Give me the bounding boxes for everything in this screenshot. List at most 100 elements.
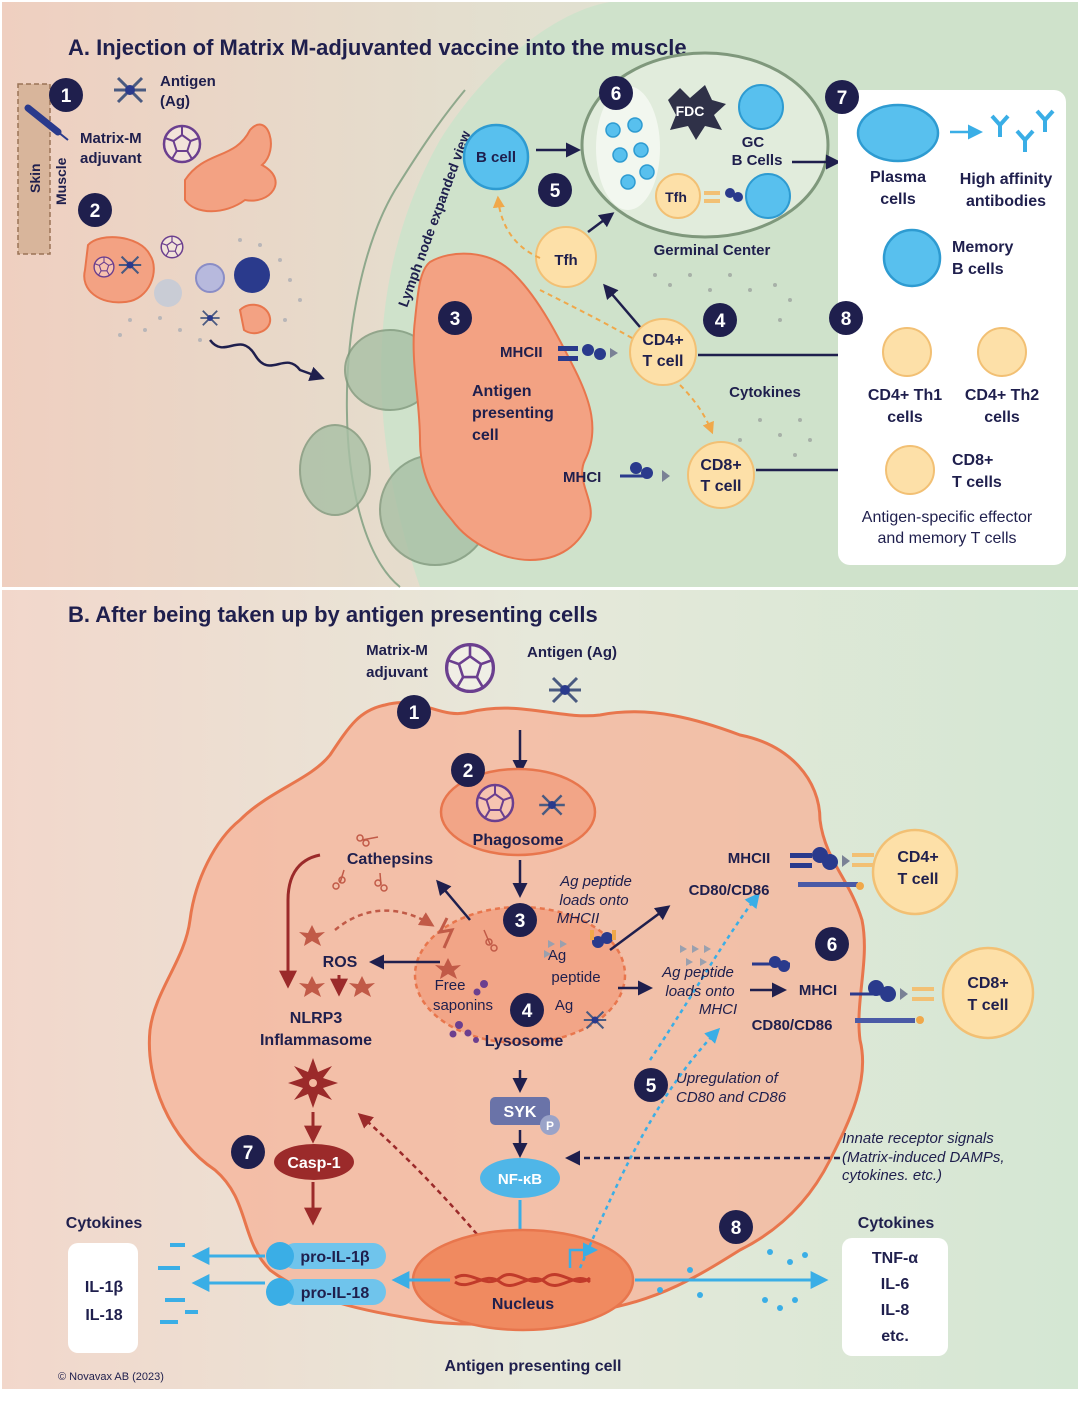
nfkb-badge (480, 1158, 560, 1198)
innate-label: Innate receptor signals (842, 1130, 994, 1147)
th1-cell-icon (882, 327, 932, 377)
lymphocyte-icon (234, 257, 270, 293)
antigen-label-a-2: (Ag) (160, 93, 190, 110)
antigen-label-b: Antigen (Ag) (527, 644, 617, 661)
matrix-m-icon (162, 124, 202, 164)
plasma-label: Plasma (870, 169, 926, 186)
upregulation-label-2: CD80 and CD86 (676, 1089, 787, 1106)
ros-stars (299, 925, 461, 997)
panel-a-step-8: 8 (829, 301, 863, 335)
effector-label-2: and memory T cells (877, 530, 1016, 547)
svg-text:7: 7 (243, 1143, 254, 1164)
saponin-dots (449, 980, 488, 1043)
cd8-label-b-2: T cell (968, 997, 1009, 1014)
panel-a-step-2: 2 (78, 193, 112, 227)
cathepsins-label: Cathepsins (347, 851, 433, 868)
ag-label-lysosome: Ag (555, 997, 573, 1014)
b-cell-icon (462, 123, 530, 191)
apc-cell-small-icon (184, 123, 277, 213)
tfh-inner-label: Tfh (665, 189, 687, 205)
cytokines-left-box (68, 1243, 138, 1353)
ros-label: ROS (323, 954, 358, 971)
svg-text:3: 3 (450, 309, 461, 330)
svg-text:8: 8 (841, 309, 852, 330)
panel-b-title: B. After being taken up by antigen prese… (68, 602, 598, 627)
lysosome (413, 905, 627, 1045)
th2-label: CD4+ Th2 (965, 387, 1039, 404)
gc-label: GC (742, 134, 765, 151)
matrix-label-b: Matrix-M (366, 642, 428, 659)
monocyte-icon (195, 263, 225, 293)
panel-b-step-6: 6 (815, 927, 849, 961)
cytokine-il6: IL-6 (881, 1276, 910, 1293)
cytokine-tnfa: TNF-α (872, 1250, 918, 1267)
svg-text:5: 5 (646, 1076, 657, 1097)
phagosome-label: Phagosome (473, 832, 564, 849)
svg-text:1: 1 (409, 703, 420, 724)
cytokine-il8: IL-8 (881, 1302, 910, 1319)
mhci-label-a: MHCI (563, 469, 601, 486)
panel-a-step-1: 1 (49, 78, 83, 112)
fdc-label: FDC (676, 103, 705, 119)
scissors-icons (332, 834, 498, 952)
memory-b-cell-icon (882, 228, 942, 288)
gc-b-cell-icon (738, 84, 784, 130)
muscle-label: Muscle (53, 157, 69, 205)
cytokine-dashes-left (158, 1243, 198, 1324)
mhci-loads-label-2: loads onto (665, 983, 734, 1000)
tfh-outer-label: Tfh (554, 252, 577, 269)
svg-text:1: 1 (61, 86, 72, 107)
panel-a-step-5: 5 (538, 173, 572, 207)
svg-text:3: 3 (515, 911, 526, 932)
mhci-surface-receptor (850, 980, 915, 1023)
gc-synapse (704, 188, 743, 203)
svg-text:2: 2 (90, 201, 101, 222)
panel-b-step-7: 7 (231, 1135, 265, 1169)
svg-text:4: 4 (522, 1001, 533, 1022)
b-cell-label: B cell (476, 149, 516, 166)
panel-a-step-3: 3 (438, 301, 472, 335)
cd4-label-b: CD4+ (897, 849, 938, 866)
th1-label: CD4+ Th1 (868, 387, 942, 404)
nlrp3-label: NLRP3 (290, 1010, 343, 1027)
mhcii-label-b: MHCII (728, 850, 771, 867)
svg-text:2: 2 (463, 761, 474, 782)
cd8-label-a: CD8+ (700, 457, 741, 474)
matrix-label-b-2: adjuvant (366, 664, 428, 681)
cd4-label-a-2: T cell (643, 353, 684, 370)
plasma-label-2: cells (880, 191, 916, 208)
cd4-label-b-2: T cell (898, 871, 939, 888)
cd8-t-cell-icon (687, 441, 755, 509)
free-saponins-label: Free (435, 977, 466, 994)
panel-b-step-2: 2 (451, 753, 485, 787)
cd80-cd86-label-b: CD80/CD86 (752, 1017, 833, 1034)
nucleus-label: Nucleus (492, 1296, 554, 1313)
innate-label-2: (Matrix-induced DAMPs, (842, 1149, 1005, 1166)
mhcii-loads-label-2: loads onto (559, 892, 628, 909)
gc-label-2: B Cells (732, 152, 783, 169)
syk-label: SYK (504, 1104, 537, 1121)
germinal-center-label: Germinal Center (654, 242, 771, 259)
inflammasome-icon (288, 1058, 338, 1108)
matrix-m-icon-b (444, 642, 496, 694)
mhci-label-b: MHCI (799, 982, 837, 999)
cd4-label-a: CD4+ (642, 332, 683, 349)
syk-badge (490, 1097, 550, 1125)
cytokines-label-a: Cytokines (729, 384, 801, 401)
apc-label-b: Antigen presenting cell (445, 1358, 622, 1375)
cytokine-particles-a (653, 273, 812, 457)
casp1-badge (274, 1144, 354, 1180)
peptide-arrows-mhci (680, 945, 711, 966)
cytokines-left-title: Cytokines (66, 1215, 143, 1232)
cytokines-right-title: Cytokines (858, 1215, 935, 1232)
casp1-label: Casp-1 (287, 1155, 340, 1172)
matrix-label-a: Matrix-M (80, 130, 142, 147)
panel-a-step-6: 6 (599, 76, 633, 110)
pro-il18-badge (282, 1279, 386, 1305)
mhcii-label-a: MHCII (500, 344, 543, 361)
free-saponins-label-2: saponins (433, 997, 493, 1014)
cytokine-dots-right (657, 1249, 808, 1311)
cytokine-etc: etc. (881, 1328, 909, 1345)
mhci-loads-label: Ag peptide (661, 964, 734, 981)
